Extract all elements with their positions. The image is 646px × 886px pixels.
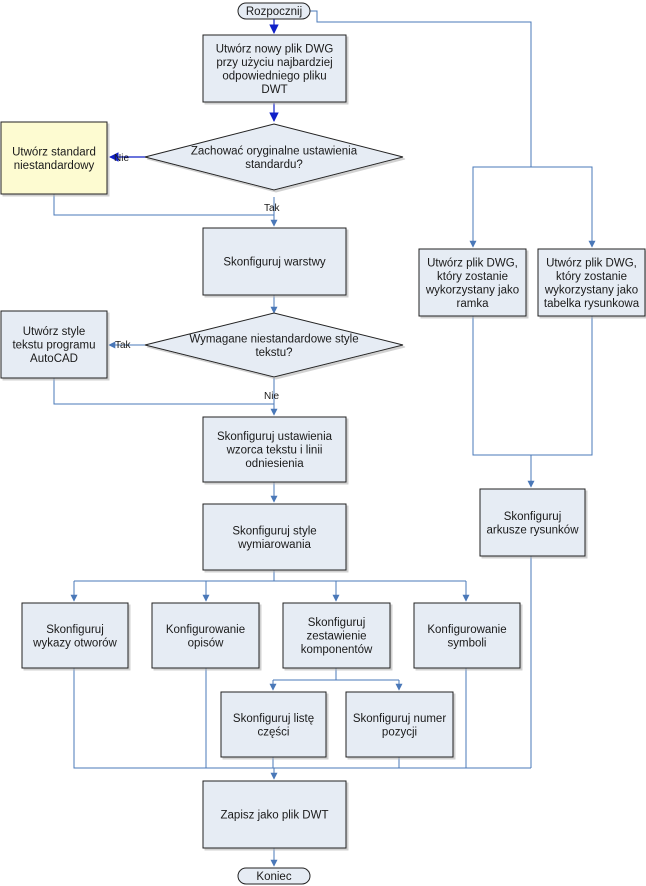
config-dim-styles-shape: [202, 503, 347, 571]
connector-standard-merge: [53, 194, 274, 216]
connector-merge-line: [73, 668, 531, 769]
edge-label-yes-1: Tak: [264, 203, 281, 214]
config-labels-shape: [151, 602, 260, 669]
save-dwt-label: Zapisz jako plik DWT: [221, 810, 329, 822]
start-shape: [237, 2, 311, 20]
node-end: Koniec: [237, 867, 311, 885]
connector-component-split: [273, 668, 399, 681]
node-save-dwt: Zapisz jako plik DWT: [202, 780, 347, 849]
save-dwt-shape: [202, 780, 347, 849]
create-text-styles-shape: [0, 310, 108, 379]
create-frame-dwg-shape: [418, 248, 527, 317]
config-item-number-shape: [345, 691, 454, 758]
create-standard-shape: [0, 121, 108, 195]
connector-frame-merge: [472, 316, 593, 456]
connector-start-to-right-branch: [310, 10, 532, 248]
end-shape: [237, 867, 311, 885]
connector-right-branch-split: [531, 166, 596, 248]
config-text-pattern-shape: [202, 416, 347, 483]
connector-text-styles-merge: [53, 378, 274, 405]
node-config-layers: Skonfiguruj warstwy: [202, 227, 347, 296]
need-text-styles-shape: [144, 312, 404, 378]
create-titleblock-dwg-shape: [537, 248, 646, 317]
config-sheets-shape: [479, 488, 586, 557]
config-component-list-shape: [282, 602, 391, 669]
keep-standards-shape: [144, 123, 404, 191]
config-hole-tables-shape: [21, 602, 129, 669]
connector-dim-split: [74, 570, 466, 582]
end-label: Koniec: [256, 871, 291, 883]
config-layers-label: Skonfiguruj warstwy: [223, 257, 326, 269]
edge-label-no-1: Nie: [114, 153, 129, 164]
config-symbols-shape: [413, 602, 521, 669]
create-dwg-shape: [202, 34, 347, 103]
edge-label-yes-2: Tak: [115, 340, 132, 351]
config-parts-list-shape: [220, 691, 327, 758]
config-layers-shape: [202, 227, 347, 296]
start-label: Rozpocznij: [246, 6, 302, 18]
edge-label-no-2: Nie: [264, 391, 279, 402]
node-start: Rozpocznij: [237, 2, 311, 20]
